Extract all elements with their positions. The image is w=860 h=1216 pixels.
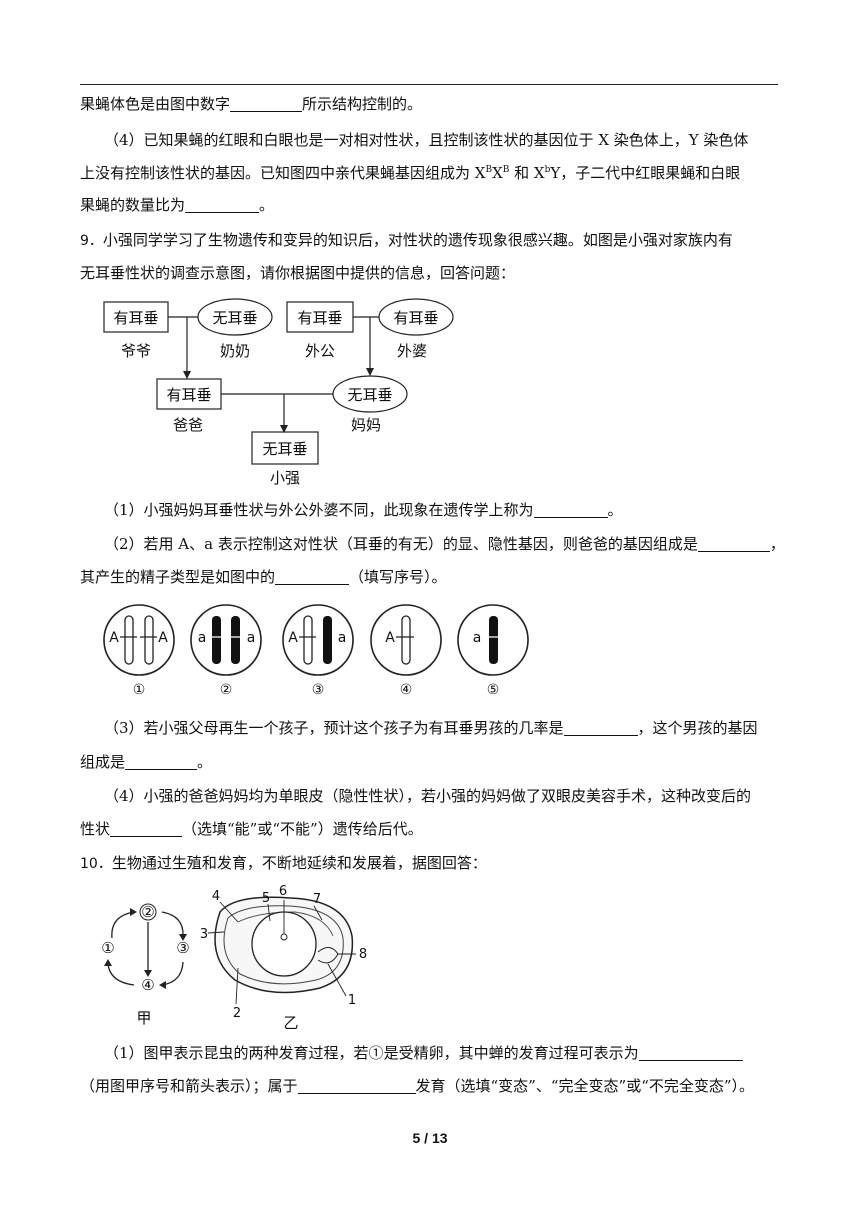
text-line: 性状（选填“能”或“不能”）遗传给后代。 [80,820,423,838]
egg-part-2: 2 [233,1006,241,1021]
answer-blank[interactable] [533,501,608,518]
egg-part-6: 6 [279,884,287,899]
egg-diagram: 6 5 4 3 7 8 1 2 乙 [200,884,367,1032]
text-line: 其产生的精子类型是如图中的（填写序号）。 [80,568,447,586]
maternal-grandma-label: 外婆 [397,342,427,360]
page-number: 5 / 13 [412,1130,448,1146]
maternal-grandpa-label: 外公 [305,342,335,360]
chromosome-cells-diagram: A A ① a a ② A a ③ A [103,604,529,698]
child-trait: 无耳垂 [262,440,307,458]
grandma-trait: 无耳垂 [212,309,257,327]
answer-blank[interactable] [185,196,260,213]
question-10: 10．生物通过生殖和发育，不断地延续和发展着，据图回答： [80,854,487,872]
child-box [251,431,319,465]
cell-number: ③ [312,682,325,698]
stage-2-label: ② [141,903,154,921]
egg-part-4: 4 [212,889,220,904]
figure-yi-label: 乙 [283,1014,298,1032]
gene-label: A [288,630,298,646]
answer-blank[interactable] [563,719,638,736]
gene-label: a [338,630,347,646]
cell-number: ② [220,682,233,698]
egg-part-1: 1 [348,993,356,1008]
gene-label: A [109,630,119,646]
figure-jia-label: 甲 [136,1009,151,1027]
gene-label: a [247,630,256,646]
child-label: 小强 [270,469,300,487]
header-rule [80,84,778,85]
stage-4-label: ④ [141,976,154,994]
question-9: 9．小强同学学习了生物遗传和变异的知识后，对性状的遗传现象很感兴趣。如图是小强对… [80,231,733,249]
answer-blank[interactable] [125,753,198,770]
egg-part-3: 3 [200,927,208,942]
mom-label: 妈妈 [351,416,381,434]
text-line: （3）若小强父母再生一个孩子，预计这个孩子为有耳垂男孩的几率是，这个男孩的基因 [104,719,758,737]
text-line: （1）图甲表示昆虫的两种发育过程，若①是受精卵，其中蝉的发育过程可表示为 [104,1043,780,1063]
cell-2: a a ② [190,604,262,698]
maternal-grandpa-trait: 有耳垂 [297,309,342,327]
egg-part-5: 5 [262,891,270,906]
answer-blank[interactable] [275,568,350,585]
text-line: （4）已知果蝇的红眼和白眼也是一对相对性状，且控制该性状的基因位于 X 染色体上… [104,131,749,149]
development-diagrams: ② ① ③ ④ 甲 [101,884,367,1032]
cell-3: A a ③ [282,604,354,698]
stage-1-label: ① [101,939,114,957]
gene-label: A [158,630,168,646]
mom-trait: 无耳垂 [347,386,392,404]
cell-number: ① [133,682,146,698]
text-line: （4）小强的爸爸妈妈均为单眼皮（隐性性状），若小强的妈妈做了双眼皮美容手术，这种… [104,787,752,805]
grandpa-trait: 有耳垂 [113,309,158,327]
cell-1: A A ① [103,604,175,698]
text-line: 组成是。 [80,753,213,771]
text-line: 上没有控制该性状的基因。已知图四中亲代果蝇基因组成为 XBXB 和 XbY，子二… [80,164,741,182]
grandpa-label: 爷爷 [121,342,151,360]
dad-trait: 有耳垂 [166,386,211,404]
gene-label: a [473,630,482,646]
answer-blank[interactable] [697,535,770,552]
egg-part-7: 7 [313,892,321,907]
pedigree-diagram: 有耳垂 无耳垂 有耳垂 有耳垂 有耳垂 无耳垂 无耳垂 爷爷 奶奶 外公 外婆 … [103,298,454,487]
dad-label: 爸爸 [173,416,203,434]
egg-part-8: 8 [359,947,367,962]
text-line: （用图甲序号和箭头表示）；属于发育（选填“变态”、“完全变态”或“不完全变态”）… [80,1077,755,1095]
answer-blank[interactable] [110,820,183,837]
answer-blank[interactable] [297,1077,416,1094]
text-line: （2）若用 A、a 表示控制这对性状（耳垂的有无）的显、隐性基因，则爸爸的基因组… [104,535,785,553]
grandma-label: 奶奶 [220,342,250,360]
text-line: 果蝇的数量比为。 [80,196,275,214]
cell-5: a ⑤ [457,604,529,698]
gene-label: a [198,630,207,646]
text-line: 无耳垂性状的调查示意图，请你根据图中提供的信息，回答问题： [80,264,516,282]
text-line: 果蝇体色是由图中数字所示结构控制的。 [80,95,423,113]
life-cycle-diagram: ② ① ③ ④ 甲 [101,903,189,1027]
cell-number: ④ [400,682,413,698]
cell-4: A ④ [370,604,442,698]
answer-blank[interactable] [230,95,303,112]
stage-3-label: ③ [176,939,189,957]
cell-number: ⑤ [487,682,500,698]
text-line: （1）小强妈妈耳垂性状与外公外婆不同，此现象在遗传学上称为。 [104,501,623,519]
gene-label: A [385,630,395,646]
maternal-grandma-trait: 有耳垂 [393,309,438,327]
answer-blank[interactable] [638,1044,743,1061]
